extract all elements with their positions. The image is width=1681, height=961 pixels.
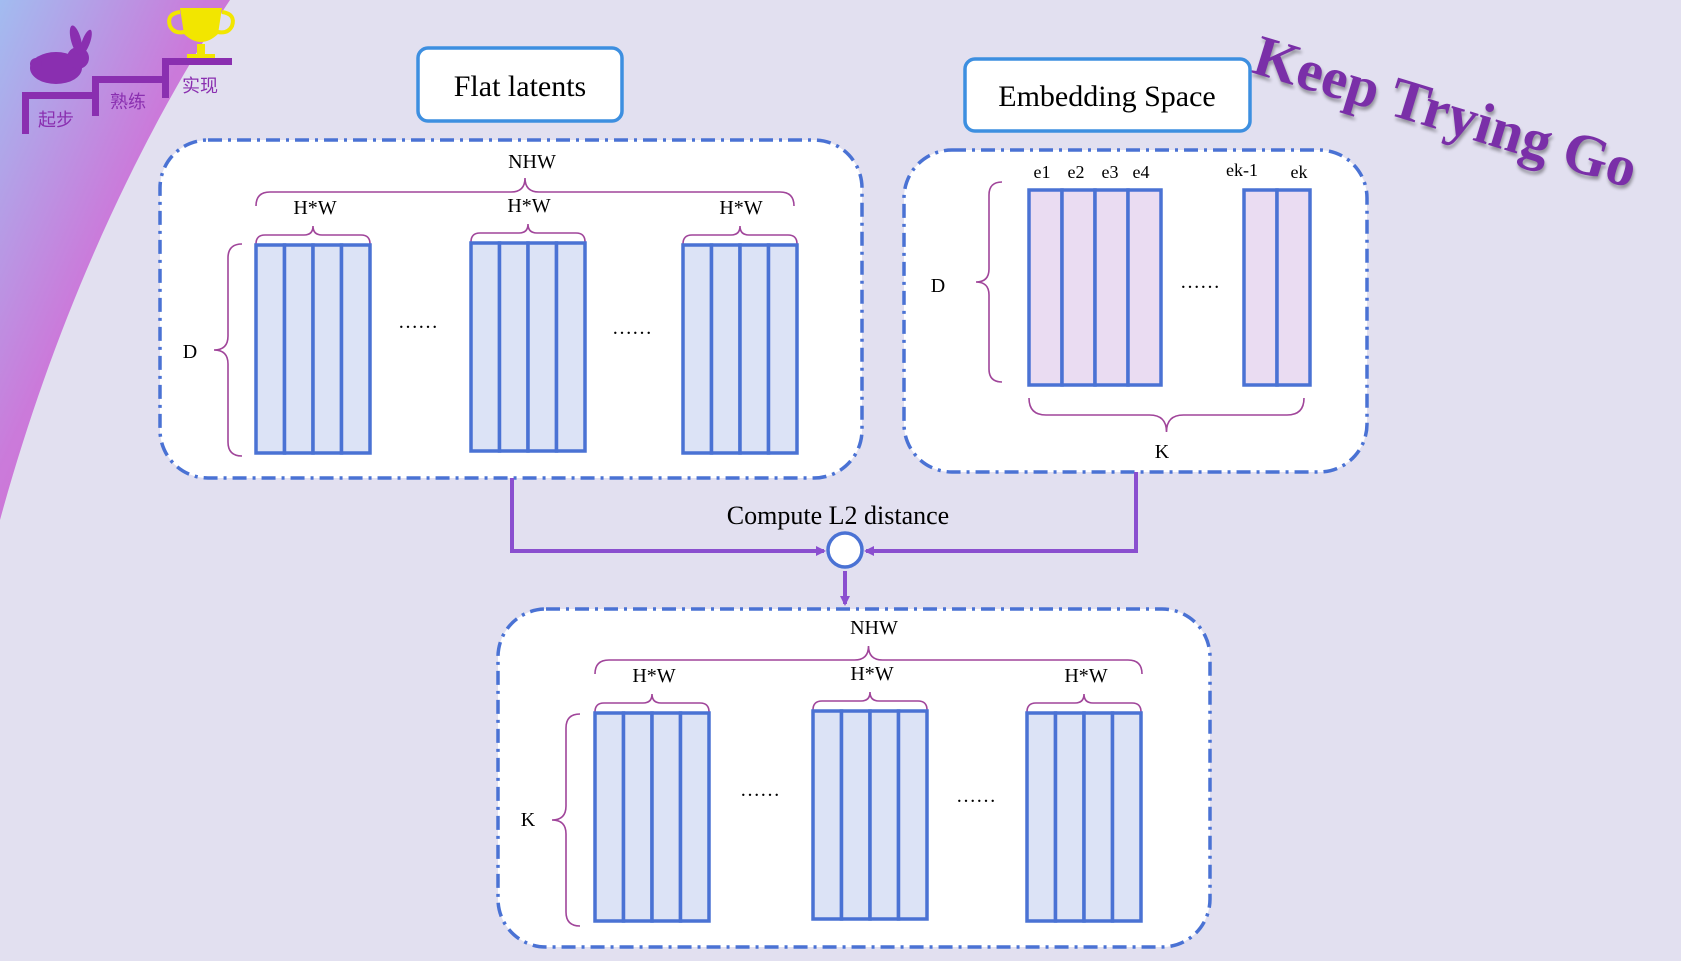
flat-latents-group-2-column-4 (554, 241, 587, 453)
l2-distance-label: Compute L2 distance (727, 501, 949, 530)
logo-step-3: 实现 (182, 76, 218, 96)
distance-ellipsis-2: …… (956, 785, 996, 807)
distance-group-2-column-2 (839, 709, 872, 921)
distance-group-1-column-4 (678, 711, 711, 923)
flat-latents-group-label-1: H*W (293, 197, 336, 219)
distance-group-3-column-4 (1110, 711, 1143, 923)
logo-step-2: 熟练 (110, 92, 146, 112)
embedding-vector-label-e1: e1 (1034, 162, 1051, 182)
flat-latents-hw-brace-2 (470, 223, 586, 243)
flat-latents-group-1-column-1 (254, 243, 287, 455)
distance-hw-brace-1 (594, 693, 710, 713)
distance-content (551, 645, 1143, 927)
l2-connector (510, 472, 1138, 606)
embedding-count-label: K (1155, 441, 1170, 463)
embedding-group-1-column-4 (1126, 188, 1163, 387)
distance-dim-label: K (521, 809, 536, 831)
distance-group-label-3: H*W (1064, 665, 1107, 687)
embedding-vector-label-ek: ek (1291, 162, 1308, 182)
embedding-dim-label: D (931, 275, 945, 297)
embedding-group-2-column-2 (1275, 188, 1312, 387)
flat-latents-content (213, 177, 799, 457)
distance-group-3-column-2 (1053, 711, 1086, 923)
flat-latents-group-2-column-1 (469, 241, 502, 453)
distance-total-label: NHW (850, 617, 898, 639)
flat-latents-d-brace (213, 243, 243, 457)
flat-latents-group-2-column-3 (526, 241, 559, 453)
distance-group-1-column-3 (650, 711, 683, 923)
flat-latents-group-1-column-2 (282, 243, 315, 455)
flat-latents-group-1-column-3 (311, 243, 344, 455)
flat-latents-ellipsis-2: …… (612, 317, 652, 339)
distance-group-3-column-1 (1025, 711, 1058, 923)
embedding-space-title-box (963, 57, 1252, 133)
distance-group-2-column-1 (811, 709, 844, 921)
distance-group-1-column-1 (593, 711, 626, 923)
embedding-space-title: Embedding Space (998, 80, 1215, 113)
flat-latents-group-label-2: H*W (507, 195, 550, 217)
embedding-vector-label-e2: e2 (1068, 162, 1085, 182)
distance-ellipsis-1: …… (740, 779, 780, 801)
flat-latents-group-2-column-2 (497, 241, 530, 453)
embedding-k-brace (1028, 397, 1305, 433)
embedding-arrow (864, 472, 1138, 556)
flat-latents-total-label: NHW (508, 151, 556, 173)
embedding-vector-label-e4: e4 (1133, 162, 1150, 182)
embedding-vector-label-e3: e3 (1102, 162, 1119, 182)
distance-group-3-column-3 (1082, 711, 1115, 923)
distance-group-label-2: H*W (850, 663, 893, 685)
distance-nhw-brace (594, 645, 1143, 675)
flat-latents-group-1-column-4 (339, 243, 372, 455)
flat-latents-hw-brace-1 (255, 225, 371, 245)
stairs-icon (22, 58, 232, 134)
embedding-ellipsis: …… (1180, 271, 1220, 293)
flat-latents-ellipsis-1: …… (398, 311, 438, 333)
distance-k-brace (551, 713, 581, 927)
distance-group-1-column-2 (621, 711, 654, 923)
distance-hw-brace-2 (812, 691, 928, 711)
embedding-group-1-column-1 (1027, 188, 1064, 387)
l2-distance-node (826, 531, 864, 569)
flat-latents-group-3-column-2 (709, 243, 742, 455)
flat-latents-arrow (510, 478, 826, 556)
flat-latents-group-3-column-3 (738, 243, 771, 455)
corner-swoosh (0, 0, 230, 520)
embedding-group-1-column-3 (1093, 188, 1130, 387)
flat-latents-group-label-3: H*W (719, 197, 762, 219)
flat-latents-group-3-column-1 (681, 243, 714, 455)
flat-latents-group-3-column-4 (766, 243, 799, 455)
embedding-content (975, 181, 1312, 433)
logo: 起步 熟练 实现 (22, 8, 235, 134)
flat-latents-nhw-brace (255, 177, 795, 207)
flat-latents-dim-label: D (183, 341, 197, 363)
rabbit-icon (30, 25, 92, 84)
flat-latents-title-box (416, 46, 624, 123)
logo-step-1: 起步 (38, 110, 74, 130)
distance-group-label-1: H*W (632, 665, 675, 687)
distance-group-2-column-4 (896, 709, 929, 921)
embedding-vector-label-ek-1: ek-1 (1226, 160, 1258, 180)
flat-latents-hw-brace-3 (682, 225, 798, 245)
embedding-d-brace (975, 181, 1003, 383)
embedding-group-1-column-2 (1060, 188, 1097, 387)
distance-group-2-column-3 (868, 709, 901, 921)
flat-latents-title: Flat latents (454, 70, 586, 103)
embedding-group-2-column-1 (1242, 188, 1279, 387)
distance-hw-brace-3 (1026, 693, 1142, 713)
trophy-icon (167, 8, 235, 60)
